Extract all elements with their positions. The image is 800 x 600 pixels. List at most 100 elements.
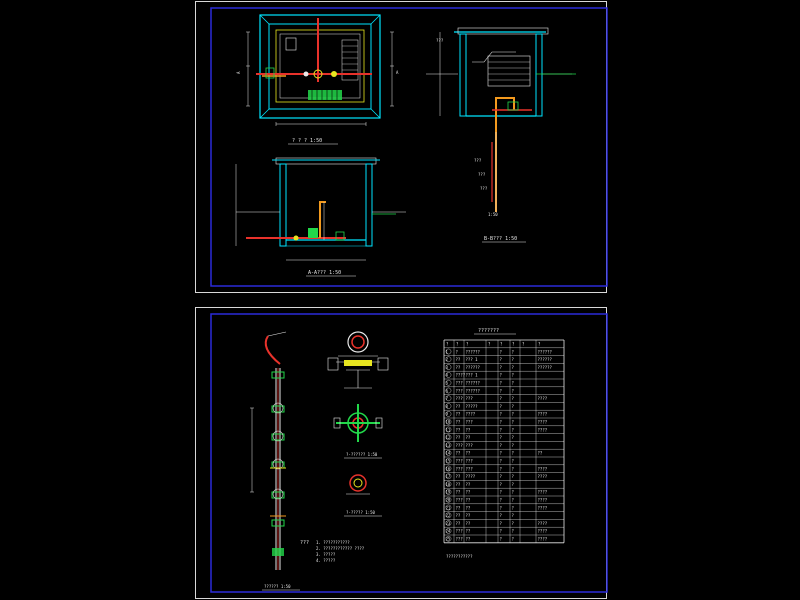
table-cell: ? — [500, 482, 503, 487]
table-cell: ?? — [456, 365, 461, 370]
table-cell: ? — [500, 459, 503, 464]
table-cell: ?? — [466, 537, 471, 542]
table-cell: ?? — [466, 513, 471, 518]
table-cell: 5 — [446, 381, 449, 386]
table-cell: ? — [500, 537, 503, 542]
table-cell: ?? — [456, 521, 461, 526]
table-cell: ? — [512, 521, 515, 526]
table-cell: ? — [512, 513, 515, 518]
table-cell: ?? — [466, 498, 471, 503]
table-cell: 7 — [446, 396, 449, 401]
table-cell: ? — [500, 513, 503, 518]
detail-1-title: ?-?????? 1:50 — [346, 452, 378, 457]
table-cell: ???? — [538, 466, 548, 471]
table-cell: ? — [512, 435, 515, 440]
table-cell: ? — [500, 529, 503, 534]
table-cell: ? — [500, 505, 503, 510]
table-cell: ???? — [538, 427, 548, 432]
table-row-number-circle — [445, 372, 452, 378]
table-cell: ??? — [466, 420, 474, 425]
table-cell: ?????? — [466, 365, 481, 370]
table-cell: 12 — [446, 435, 451, 440]
table-cell: ? — [512, 529, 515, 534]
table-cell: ?? — [456, 505, 461, 510]
table-cell: ? — [512, 396, 515, 401]
table-cell: ?? — [466, 427, 471, 432]
table-cell: ? — [500, 466, 503, 471]
annotation-2: ??? — [478, 172, 486, 177]
table-header-cell: ? — [466, 342, 469, 347]
table-cell: ?? — [456, 474, 461, 479]
table-row-number-circle — [445, 356, 452, 363]
table-cell: ? — [512, 349, 515, 354]
table-cell: 19 — [446, 490, 451, 495]
table-cell: ??? 1 — [466, 373, 479, 378]
table-cell: ? — [500, 357, 503, 362]
section-b-view: ??? ??? ??? ??? 1:50 B-B??? 1:50 — [426, 27, 576, 243]
table-cell: ??? — [456, 381, 464, 386]
table-cell: ?? — [456, 420, 461, 425]
table-cell: ???? — [538, 505, 548, 510]
table-cell: 2 — [446, 357, 449, 362]
sheet-2-drawing: ?????? 1:50 ??? 1. ??????????? 2. ??????… — [210, 313, 608, 593]
table-cell: 17 — [446, 474, 451, 479]
table-cell: ??? — [456, 529, 464, 534]
table-cell: ? — [500, 412, 503, 417]
note-4: 4. ????? — [316, 558, 336, 563]
inner-frame-2 — [210, 313, 608, 593]
table-cell: ? — [512, 381, 515, 386]
table-row-number-circle — [445, 403, 452, 409]
annotation-3: ??? — [480, 186, 488, 191]
table-row-number-circle — [445, 465, 452, 472]
table-row-number-circle — [445, 426, 452, 433]
table-cell: ? — [512, 404, 515, 409]
table-cell: ? — [512, 373, 515, 378]
table-cell: ?????? — [466, 388, 481, 393]
table-cell: ? — [512, 482, 515, 487]
table-row-number-circle — [445, 348, 452, 355]
table-cell: ? — [500, 427, 503, 432]
table-cell: ? — [500, 404, 503, 409]
table-cell: ????? — [466, 404, 479, 409]
table-cell: ?? — [456, 427, 461, 432]
table-cell: ??? — [466, 396, 474, 401]
table-cell: 13 — [446, 443, 451, 448]
section-a-valve — [308, 228, 318, 238]
table-cell: 9 — [446, 412, 449, 417]
table-row-number-circle — [445, 379, 452, 386]
table-cell: ? — [500, 365, 503, 370]
table-cell: ???? — [466, 474, 476, 479]
table-cell: ???? — [538, 529, 548, 534]
section-b-title: B-B??? 1:50 — [484, 236, 517, 242]
table-cell: ?? — [466, 529, 471, 534]
table-cell: ?? — [456, 482, 461, 487]
table-cell: ? — [512, 451, 515, 456]
table-cell: 3 — [446, 365, 449, 370]
table-header-cell: ? — [446, 342, 449, 347]
table-cell: ? — [500, 451, 503, 456]
section-a-wall-left — [279, 163, 287, 247]
table-cell: ? — [512, 459, 515, 464]
table-row-number-circle — [445, 395, 452, 402]
table-cell: ? — [512, 365, 515, 370]
table-row-number-circle — [445, 512, 452, 519]
table-cell: ??? 1 — [466, 357, 479, 362]
table-cell: ???? — [538, 412, 548, 417]
table-cell: 8 — [446, 404, 449, 409]
table-cell: ?? — [456, 357, 461, 362]
table-cell: ?????? — [466, 381, 481, 386]
section-b-wall-left — [459, 33, 467, 117]
table-row-number-circle — [445, 364, 452, 370]
table-cell: 22 — [446, 513, 451, 518]
table-cell: ?? — [456, 404, 461, 409]
table-cell: ???? — [538, 498, 548, 503]
table-row-number-circle — [445, 457, 452, 464]
table-cell: ??? — [456, 388, 464, 393]
inner-frame — [210, 7, 608, 287]
table-cell: 1 — [446, 349, 449, 354]
table-cell: ? — [512, 357, 515, 362]
table-cell: ?? — [466, 435, 471, 440]
table-cell: ??? — [466, 459, 474, 464]
table-cell: ???? — [538, 396, 548, 401]
table-cell: 21 — [446, 505, 451, 510]
